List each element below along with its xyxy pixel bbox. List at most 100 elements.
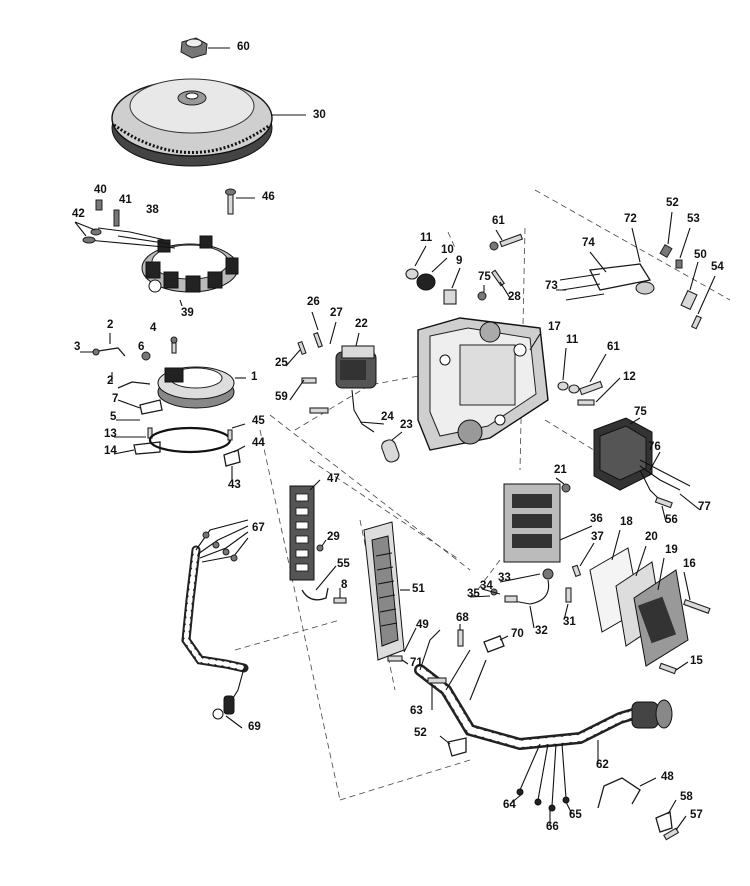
callout-28: 28 xyxy=(508,291,521,303)
callout-12: 12 xyxy=(623,371,636,383)
callout-30: 30 xyxy=(313,109,326,121)
callout-17: 17 xyxy=(548,321,561,333)
callout-2b: 2 xyxy=(107,375,113,387)
callout-39: 39 xyxy=(181,307,194,319)
callout-65: 65 xyxy=(569,809,582,821)
long-screw-part xyxy=(225,188,255,215)
callout-63: 63 xyxy=(410,705,423,717)
callout-57: 57 xyxy=(690,809,703,821)
callout-67: 67 xyxy=(252,522,265,534)
callout-9: 9 xyxy=(456,255,462,267)
callout-23: 23 xyxy=(400,419,413,431)
callout-31: 31 xyxy=(563,616,576,628)
callout-70: 70 xyxy=(511,628,524,640)
callout-19: 19 xyxy=(665,544,678,556)
callout-11b: 11 xyxy=(566,334,579,346)
callout-46: 46 xyxy=(262,191,275,203)
callout-58: 58 xyxy=(680,791,693,803)
callout-41: 41 xyxy=(119,194,132,206)
power-pack-part xyxy=(285,311,403,463)
callout-32: 32 xyxy=(535,625,548,637)
callout-1: 1 xyxy=(251,371,258,383)
callout-54: 54 xyxy=(711,261,724,273)
callout-40: 40 xyxy=(94,184,107,196)
callout-25: 25 xyxy=(275,357,288,369)
callout-62: 62 xyxy=(596,759,609,771)
callout-33: 33 xyxy=(498,572,511,584)
callout-6: 6 xyxy=(138,341,144,353)
small-hardware-left xyxy=(80,333,178,455)
callout-53: 53 xyxy=(687,213,700,225)
stator-assembly-part xyxy=(87,227,239,307)
callout-22: 22 xyxy=(355,318,368,330)
callout-16: 16 xyxy=(683,558,696,570)
sensor-bracket-part xyxy=(556,211,716,330)
callout-5: 5 xyxy=(110,411,117,423)
callout-35: 35 xyxy=(467,588,480,600)
retaining-ring-part xyxy=(148,423,246,480)
callout-73: 73 xyxy=(545,280,558,292)
callout-51: 51 xyxy=(412,583,425,595)
timer-base-part xyxy=(157,366,246,409)
callout-75: 75 xyxy=(478,271,491,283)
harness-connectors-part xyxy=(387,624,509,665)
callout-48: 48 xyxy=(661,771,674,783)
callout-20: 20 xyxy=(645,531,658,543)
stator-lead-terminals-part xyxy=(74,199,120,244)
ground-lead-part xyxy=(469,568,572,629)
callout-42: 42 xyxy=(72,208,85,220)
callout-55: 55 xyxy=(337,558,350,570)
ignition-module-part xyxy=(589,529,711,675)
flywheel-part xyxy=(111,78,306,167)
callout-47: 47 xyxy=(327,473,340,485)
callout-3: 3 xyxy=(74,341,80,353)
callout-50: 50 xyxy=(694,249,707,261)
callout-75b: 75 xyxy=(634,406,647,418)
callout-56: 56 xyxy=(665,514,678,526)
sensor-harness-part xyxy=(181,519,249,729)
adapter-plate-part xyxy=(417,317,549,451)
flywheel-nut-part xyxy=(180,37,230,59)
callout-15: 15 xyxy=(690,655,703,667)
wire-bracket-part xyxy=(597,777,687,841)
callout-76: 76 xyxy=(648,441,661,453)
terminal-block-part xyxy=(503,477,595,578)
callout-64: 64 xyxy=(503,799,516,811)
callout-72: 72 xyxy=(624,213,637,225)
callout-68: 68 xyxy=(456,612,469,624)
callout-45: 45 xyxy=(252,415,265,427)
callout-69: 69 xyxy=(248,721,261,733)
callout-36: 36 xyxy=(590,513,603,525)
callout-49: 49 xyxy=(416,619,429,631)
callout-21: 21 xyxy=(554,464,567,476)
alignment-guides xyxy=(234,189,731,801)
callout-11: 11 xyxy=(420,232,433,244)
callout-7: 7 xyxy=(112,393,118,405)
callout-52b: 52 xyxy=(414,727,427,739)
callout-26: 26 xyxy=(307,296,320,308)
callout-2: 2 xyxy=(107,319,113,331)
callout-59: 59 xyxy=(275,391,288,403)
callout-29: 29 xyxy=(327,531,340,543)
callout-71: 71 xyxy=(410,657,423,669)
callout-8: 8 xyxy=(341,579,348,591)
callout-27: 27 xyxy=(330,307,343,319)
mounting-hardware-top xyxy=(405,229,524,305)
callout-14: 14 xyxy=(104,445,117,457)
resistor-board-part xyxy=(363,521,410,661)
main-wiring-harness-part xyxy=(414,629,673,826)
callout-44: 44 xyxy=(252,437,265,449)
terminal-strip-part xyxy=(289,479,347,604)
callout-18: 18 xyxy=(620,516,633,528)
mounting-hardware-right xyxy=(557,347,621,406)
callout-10: 10 xyxy=(441,244,454,256)
callout-38: 38 xyxy=(146,204,159,216)
callout-52: 52 xyxy=(666,197,679,209)
callout-34: 34 xyxy=(480,580,493,592)
callout-60: 60 xyxy=(237,41,250,53)
callout-24: 24 xyxy=(381,411,394,423)
callout-77: 77 xyxy=(698,501,711,513)
callout-61b: 61 xyxy=(607,341,620,353)
